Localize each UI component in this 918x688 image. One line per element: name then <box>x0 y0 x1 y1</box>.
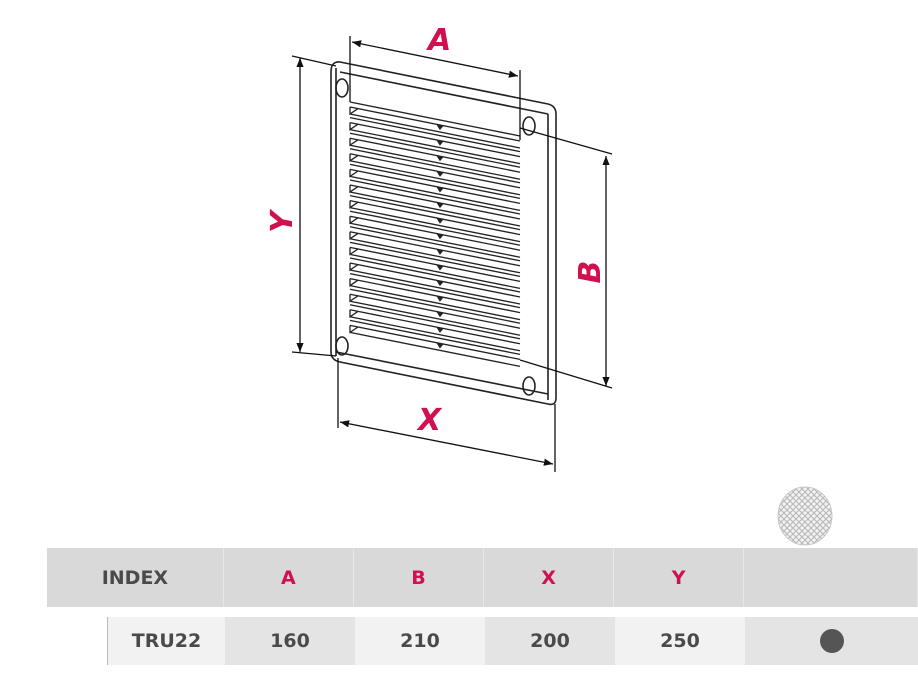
mesh-available-dot-icon <box>820 629 844 653</box>
louver-notch <box>436 342 444 349</box>
dimension-label-a: A <box>426 23 451 58</box>
louver-slat <box>349 163 521 212</box>
louver-notch <box>436 186 444 193</box>
louver-slat <box>349 257 521 305</box>
louver-notch <box>436 139 444 146</box>
dimension-label-y: Y <box>265 208 300 233</box>
mesh-line <box>798 487 832 545</box>
dimension-lines <box>291 36 613 472</box>
louver-slat <box>349 210 521 258</box>
cell-x: 200 <box>485 617 615 665</box>
louver-slat <box>349 288 521 336</box>
mesh-line <box>778 487 800 545</box>
louver-notch <box>436 202 444 209</box>
header-b: B <box>354 548 484 607</box>
dimension-label-b: B <box>573 261 608 284</box>
louver-slat <box>349 272 521 321</box>
louver-notch <box>436 124 444 131</box>
louver-slat <box>349 226 521 274</box>
header-mesh <box>744 548 918 607</box>
insect-mesh-icon <box>777 486 833 546</box>
table-row: TRU22 160 210 200 250 <box>107 617 918 665</box>
screw-hole <box>335 336 349 356</box>
cell-index: TRU22 <box>108 617 225 665</box>
screw-hole <box>522 376 536 396</box>
louver-notch <box>436 264 444 271</box>
table-header-row: INDEX A B X Y <box>47 548 918 607</box>
dimension-label-x: X <box>416 403 443 438</box>
louver-slat <box>349 179 521 227</box>
mesh-line <box>804 487 832 545</box>
louver-slat <box>349 148 521 196</box>
cell-a: 160 <box>225 617 355 665</box>
louver-slat <box>349 101 521 149</box>
header-index: INDEX <box>47 548 224 607</box>
mesh-line <box>778 487 824 545</box>
louver-slat <box>349 132 521 180</box>
louver-notch <box>436 155 444 162</box>
screw-hole <box>335 78 349 98</box>
cell-y: 250 <box>615 617 745 665</box>
louver-notch <box>436 170 444 177</box>
mesh-line <box>810 487 832 545</box>
louver-notch <box>436 233 444 240</box>
mesh-line <box>804 487 832 545</box>
mesh-line <box>786 487 832 545</box>
mesh-line <box>810 487 832 545</box>
louver-slat <box>349 116 521 165</box>
vent-grille-diagram: A X Y B <box>265 23 613 472</box>
mesh-line <box>778 487 812 545</box>
louver-notch <box>436 248 444 255</box>
grille-outline <box>330 61 557 406</box>
mesh-line <box>792 487 832 545</box>
louver-notch <box>436 217 444 224</box>
header-y: Y <box>614 548 745 607</box>
cell-b: 210 <box>355 617 485 665</box>
louver-notch <box>436 295 444 302</box>
louver-notch <box>436 280 444 287</box>
louver-slat <box>349 304 521 352</box>
cell-mesh <box>745 617 918 665</box>
louver-notch <box>436 326 444 333</box>
screw-hole <box>522 116 536 136</box>
mesh-line <box>778 487 806 545</box>
header-a: A <box>224 548 354 607</box>
mesh-line <box>778 487 818 545</box>
louver-slat <box>349 319 521 368</box>
louver-slat <box>349 194 521 243</box>
louver-notch <box>436 311 444 318</box>
mesh-line <box>778 487 800 545</box>
louver-slat <box>349 241 521 290</box>
mesh-line <box>778 487 806 545</box>
louvers <box>349 101 521 368</box>
header-x: X <box>484 548 615 607</box>
